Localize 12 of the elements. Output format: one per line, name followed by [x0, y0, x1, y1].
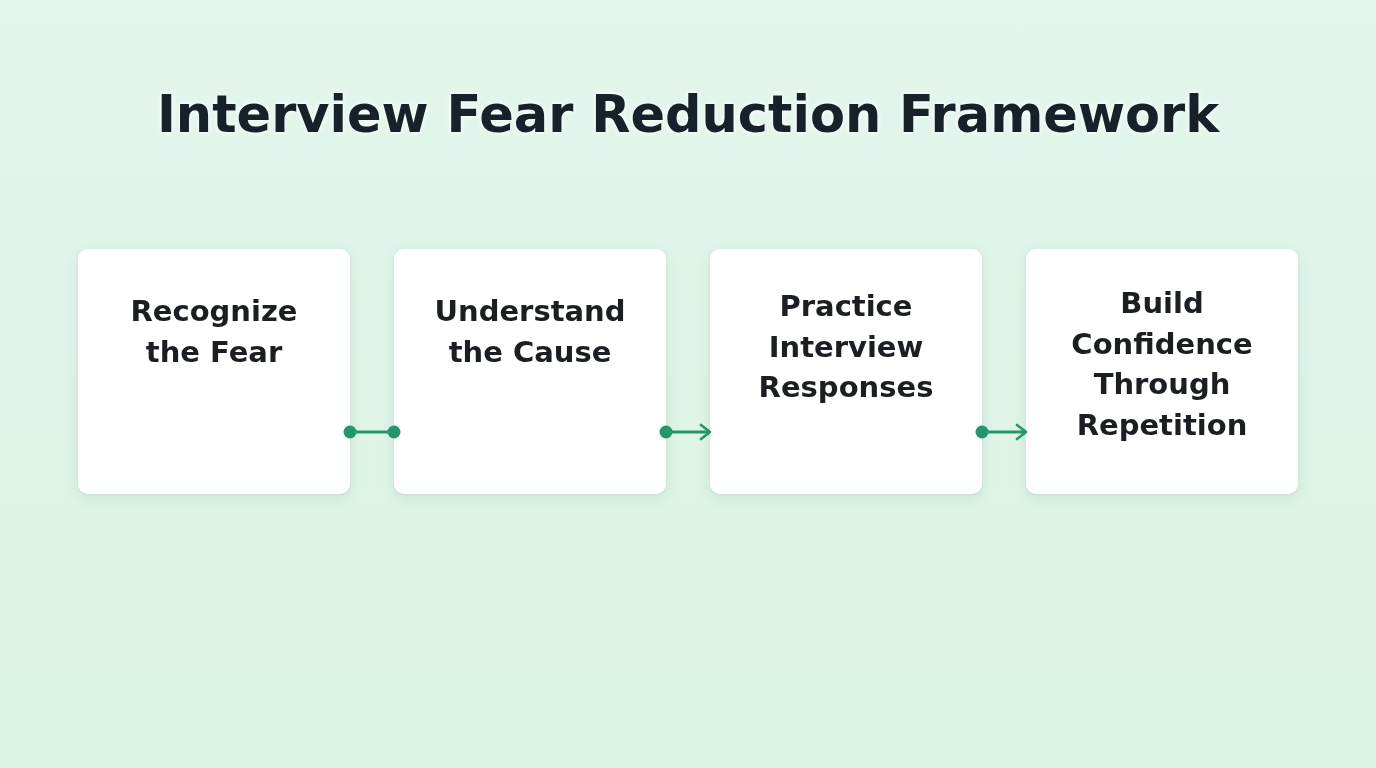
step-box — [394, 249, 666, 494]
step-label: Practice Interview Responses — [757, 288, 935, 406]
step-label: Recognize the Fear — [129, 293, 299, 371]
step-label: Understand the Cause — [433, 293, 627, 371]
step-box — [1026, 249, 1298, 494]
diagram-title: Interview Fear Reduction Framework — [156, 84, 1220, 146]
arrow — [975, 423, 1028, 441]
step-box — [710, 249, 982, 494]
step-label: Build Confidence Through Repetition — [1070, 285, 1254, 444]
step-box — [78, 249, 350, 494]
connector-line — [343, 425, 401, 439]
arrow — [659, 423, 712, 441]
